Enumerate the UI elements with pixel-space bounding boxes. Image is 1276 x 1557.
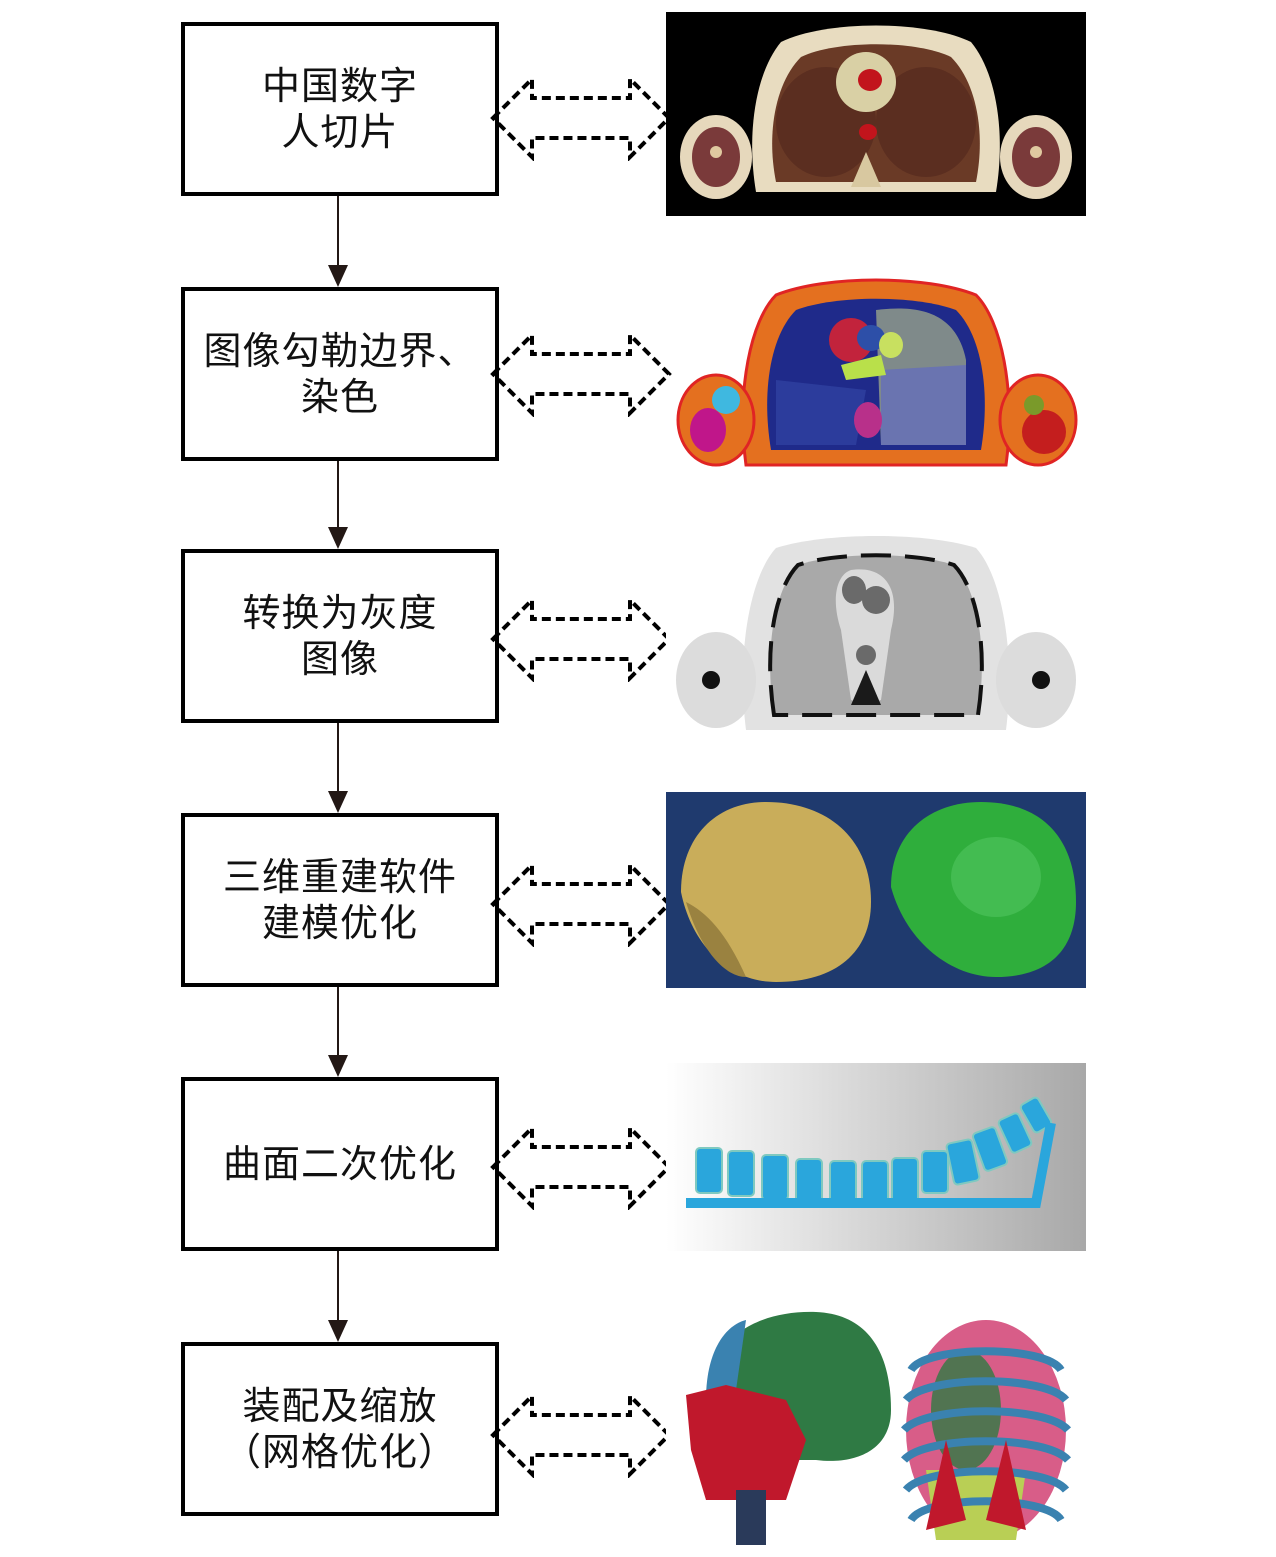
segmented-thorax-image (676, 278, 1078, 467)
double-arrow-icon (490, 861, 672, 947)
step-box-2: 图像勾勒边界、 染色 (181, 287, 499, 461)
step-6-line-1: 装配及缩放 (242, 1384, 438, 1428)
arrowhead-down-icon (328, 265, 348, 287)
step-3-line-1: 转换为灰度 (242, 591, 438, 635)
meshed-skull-ribcage-image (666, 1300, 1086, 1557)
arrowhead-down-icon (328, 791, 348, 813)
arrowhead-down-icon (328, 527, 348, 549)
cryosection-thorax-image (666, 12, 1086, 216)
flow-arrow-2-3 (328, 461, 348, 549)
arrowhead-down-icon (328, 1320, 348, 1342)
step-box-5: 曲面二次优化 (181, 1077, 499, 1251)
step-2-line-2: 染色 (300, 375, 379, 419)
step-1-line-1: 中国数字 (261, 64, 418, 108)
flow-arrow-3-4 (328, 723, 348, 813)
step-4-line-2: 建模优化 (261, 901, 418, 945)
double-arrow-icon (490, 1392, 672, 1478)
double-arrow-icon (490, 596, 672, 682)
flow-arrow-1-2 (328, 196, 348, 287)
step-6-line-2: （网格优化） (222, 1430, 457, 1474)
step-2-line-1: 图像勾勒边界、 (203, 329, 477, 373)
step-1-line-2: 人切片 (281, 110, 399, 154)
flow-arrow-4-5 (328, 987, 348, 1077)
step-box-4: 三维重建软件 建模优化 (181, 813, 499, 987)
step-3-line-2: 图像 (300, 637, 379, 681)
step-box-3: 转换为灰度 图像 (181, 549, 499, 723)
step-box-1: 中国数字 人切片 (181, 22, 499, 196)
flow-arrow-5-6 (328, 1251, 348, 1342)
arrowhead-down-icon (328, 1055, 348, 1077)
step-box-6: 装配及缩放 （网格优化） (181, 1342, 499, 1516)
step-5-line-1: 曲面二次优化 (222, 1142, 457, 1186)
double-arrow-icon (490, 1124, 672, 1210)
double-arrow-icon (490, 75, 672, 161)
double-arrow-icon (490, 331, 672, 417)
3d-reconstruction-image (666, 792, 1086, 988)
step-4-line-1: 三维重建软件 (222, 855, 457, 899)
grayscale-thorax-image (666, 530, 1086, 734)
spine-model-image (666, 1063, 1086, 1251)
